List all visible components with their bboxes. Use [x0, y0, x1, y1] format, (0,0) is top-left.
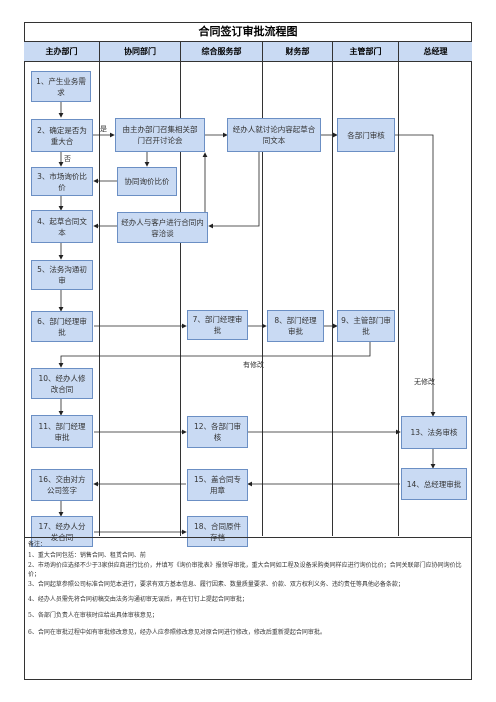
- lane-general-services: [181, 62, 263, 536]
- column-header-host-dept: 主办部门: [24, 42, 100, 62]
- notes-section: 备注： 1、重大合同包括：销售合同、租赁合同、前 2、市场询价应选择不少于3家供…: [24, 537, 472, 680]
- column-header-finance: 财务部: [263, 42, 333, 62]
- step-9-supervisor-approval: 9、主管部门审批: [337, 310, 395, 342]
- notes-heading: 备注：: [28, 541, 47, 548]
- step-negotiate-with-client: 经办人与客户进行合同内容洽谈: [117, 212, 208, 243]
- step-16-counterparty-sign: 16、交由对方公司签字: [31, 469, 93, 501]
- label-no: 否: [64, 155, 71, 163]
- note-4: 4、经办人员需先将合同初稿交由法务沟通初审无误后，再在钉钉上提起合同审批；: [28, 595, 248, 603]
- column-header-supervising-dept: 主管部门: [333, 42, 399, 62]
- lane-finance: [263, 62, 333, 536]
- step-draft-after-discussion: 经办人就讨论内容起草合同文本: [227, 118, 321, 152]
- step-12-departments-review: 12、各部门审核: [187, 416, 248, 448]
- step-13-legal-review: 13、法务审核: [401, 416, 467, 449]
- note-5: 5、各部门负责人在审核时应给出具体审核意见；: [28, 612, 158, 619]
- step-7-dept-manager-approval: 7、部门经理审批: [187, 310, 248, 340]
- lane-host-dept: [24, 62, 100, 536]
- column-header-general-services: 综合服务部: [181, 42, 263, 62]
- step-15-contract-seal: 15、盖合同专用章: [187, 469, 248, 501]
- lane-cooperating-dept: [100, 62, 181, 536]
- chart-title: 合同签订审批流程图: [24, 22, 472, 42]
- lane-supervising-dept: [333, 62, 399, 536]
- step-8-dept-manager-approval: 8、部门经理审批: [267, 310, 324, 342]
- step-5-legal-preliminary-review: 5、法务沟通初审: [31, 260, 93, 290]
- note-6: 6、合同在审批过程中如有审批修改意见，经办人应参照修改意见对原合同进行修改，修改…: [28, 628, 326, 636]
- step-10-modify-contract: 10、经办人修改合同: [31, 368, 93, 399]
- note-2: 2、市场询价应选择不少于3家供应商进行比价，并填写《询价审批表》报领导审批，重大…: [28, 562, 462, 578]
- step-3-market-price-inquiry: 3、市场询价比价: [31, 167, 93, 196]
- label-unmodified: 无修改: [414, 378, 435, 386]
- column-header-general-manager: 总经理: [399, 42, 472, 62]
- step-4-draft-contract: 4、起草合同文本: [31, 210, 93, 243]
- step-6-dept-manager-approval: 6、部门经理审批: [31, 311, 93, 342]
- step-2-determine-major-contract: 2、确定是否为重大合: [31, 119, 93, 152]
- column-header-cooperating-dept: 协同部门: [100, 42, 181, 62]
- label-yes: 是: [100, 125, 107, 133]
- step-departments-review: 各部门审核: [337, 118, 395, 152]
- step-11-dept-manager-approval: 11、部门经理审批: [31, 415, 93, 448]
- label-modified: 有修改: [243, 361, 264, 369]
- step-convene-discussion: 由主办部门召集相关部门召开讨论会: [115, 118, 205, 152]
- step-coordinated-price-inquiry: 协同询价比价: [117, 167, 177, 196]
- note-1: 1、重大合同包括：销售合同、租赁合同、前: [28, 551, 146, 559]
- step-14-general-manager-approval: 14、总经理审批: [401, 468, 467, 500]
- step-1-business-need: 1、产生业务需求: [31, 71, 91, 102]
- note-3: 3、合同起草参照公司标准合同范本进行，要求有双方基本信息、履行因素、数量质量要求…: [28, 581, 404, 588]
